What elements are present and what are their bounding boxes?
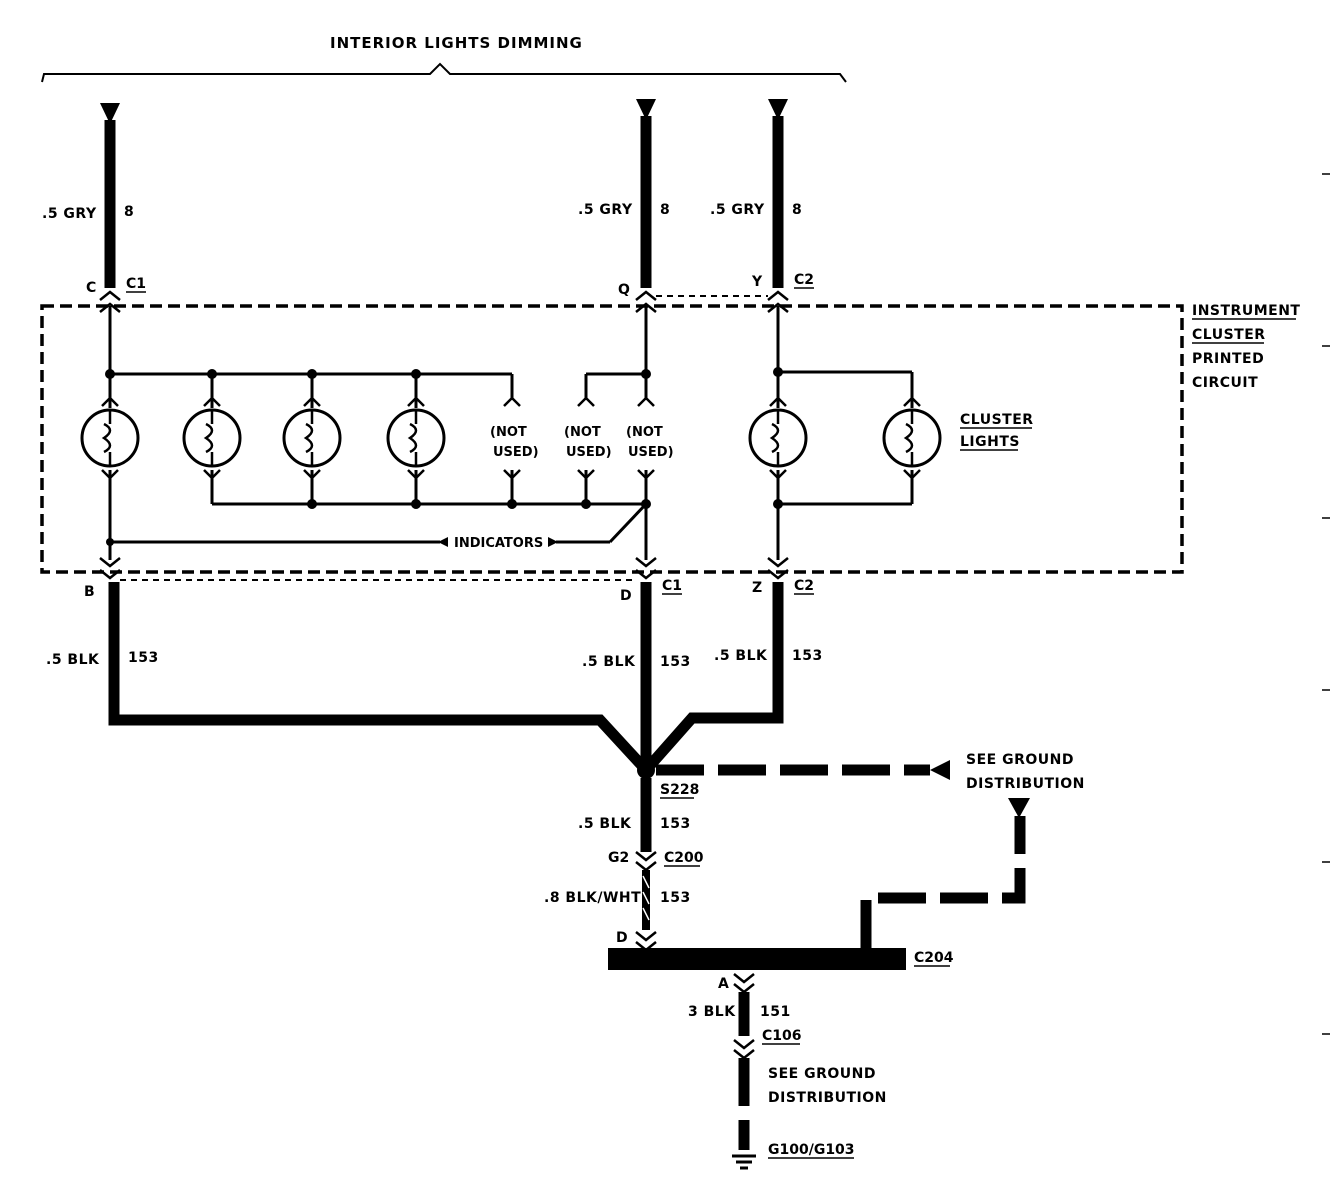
pin-a-connector (733, 973, 755, 994)
bottom-wire-2-circuit: 153 (660, 654, 691, 670)
bulb-5 (748, 396, 808, 480)
cluster-box-label-3: PRINTED (1192, 351, 1264, 367)
top-pin-q: Q (618, 282, 630, 298)
c204-pin-d: D (616, 930, 628, 946)
input-arrow-1 (100, 103, 120, 124)
bulb-2 (182, 396, 242, 480)
not-used-terminals (503, 396, 655, 480)
top-wire-3-gauge: .5 GRY (710, 202, 765, 218)
ground-arrow-1 (930, 760, 950, 780)
top-wire-1-circuit: 8 (124, 204, 134, 220)
c200-connector (635, 851, 657, 872)
cluster-box-label-4: CIRCUIT (1192, 375, 1258, 391)
lower-wire-1-circuit: 153 (660, 816, 691, 832)
lower-wire-2-stripe (642, 875, 650, 921)
top-conn-c1: C1 (126, 276, 146, 292)
not-used-3-line1: (NOT (626, 425, 663, 440)
instrument-cluster-box (40, 304, 1184, 574)
bottom-pin-b: B (84, 584, 95, 600)
c200-label: C200 (664, 850, 704, 866)
junction-dots (105, 367, 783, 546)
diagram-title: INTERIOR LIGHTS DIMMING (330, 34, 583, 52)
bottom-wire-1 (108, 582, 651, 774)
lower-wire-3-gauge: 3 BLK (688, 1004, 736, 1020)
indicators-arrow-right (548, 537, 558, 547)
not-used-1-line2: USED) (493, 445, 539, 460)
see-ground-1-line2: DISTRIBUTION (966, 776, 1085, 792)
bottom-pin-d: D (620, 588, 632, 604)
bottom-wire-1-circuit: 153 (128, 650, 159, 666)
input-arrow-2 (636, 99, 656, 120)
not-used-1-line1: (NOT (490, 425, 527, 440)
lower-wire-1-gauge: .5 BLK (578, 816, 632, 832)
input-arrow-3 (768, 99, 788, 120)
bulb-6 (882, 396, 942, 480)
bottom-pin-z: Z (752, 580, 762, 596)
bottom-wire-2-gauge: .5 BLK (582, 654, 636, 670)
ground-label: G100/G103 (768, 1142, 855, 1158)
ground-dash-2 (860, 816, 1026, 948)
top-wire-1-gauge: .5 GRY (42, 206, 97, 222)
see-ground-2-line1: SEE GROUND (768, 1066, 876, 1082)
top-connectors (99, 290, 789, 313)
indicators-label: INDICATORS (454, 536, 543, 551)
top-wire-2-circuit: 8 (660, 202, 670, 218)
top-wire-3-circuit: 8 (792, 202, 802, 218)
not-used-3-line2: USED) (628, 445, 674, 460)
bottom-conn-c1: C1 (662, 578, 682, 594)
bottom-wire-1-gauge: .5 BLK (46, 652, 100, 668)
indicators-arrow-left (438, 537, 448, 547)
cluster-box-label-1: INSTRUMENT (1192, 303, 1300, 319)
c200-pin: G2 (608, 850, 629, 866)
pin-a: A (718, 976, 729, 992)
bottom-wire-3-gauge: .5 BLK (714, 648, 768, 664)
ground-icon (732, 1154, 756, 1170)
top-conn-c2: C2 (794, 272, 814, 288)
bottom-conn-c2: C2 (794, 578, 814, 594)
cluster-lights-label-2: LIGHTS (960, 434, 1020, 450)
bottom-wire-3 (641, 582, 784, 774)
c204-label: C204 (914, 950, 954, 966)
top-pin-c: C (86, 280, 96, 296)
cluster-box-label-2: CLUSTER (1192, 327, 1266, 343)
lower-wire-2-gauge: .8 BLK/WHT (544, 890, 641, 906)
see-ground-2-line2: DISTRIBUTION (768, 1090, 887, 1106)
top-pin-y: Y (751, 274, 763, 290)
title-brace (41, 62, 847, 83)
bottom-wire-3-circuit: 153 (792, 648, 823, 664)
see-ground-1-line1: SEE GROUND (966, 752, 1074, 768)
splice-s228 (637, 761, 655, 779)
splice-label: S228 (660, 782, 699, 798)
lower-wire-2-circuit: 153 (660, 890, 691, 906)
top-wire-2-gauge: .5 GRY (578, 202, 633, 218)
bulb-4 (386, 396, 446, 480)
margin-ticks (1322, 173, 1330, 1035)
not-used-2-line1: (NOT (564, 425, 601, 440)
bulb-3 (282, 396, 342, 480)
not-used-2-line2: USED) (566, 445, 612, 460)
c204-top-connector (635, 931, 657, 952)
ground-arrow-2 (1008, 798, 1030, 818)
lower-wire-3-circuit: 151 (760, 1004, 791, 1020)
bulb-1 (80, 396, 140, 480)
c106-label: C106 (762, 1028, 802, 1044)
c204-bar (608, 948, 906, 970)
bottom-connectors (99, 557, 789, 580)
c106-connector (733, 1039, 755, 1060)
cluster-lights-label-1: CLUSTER (960, 412, 1034, 428)
